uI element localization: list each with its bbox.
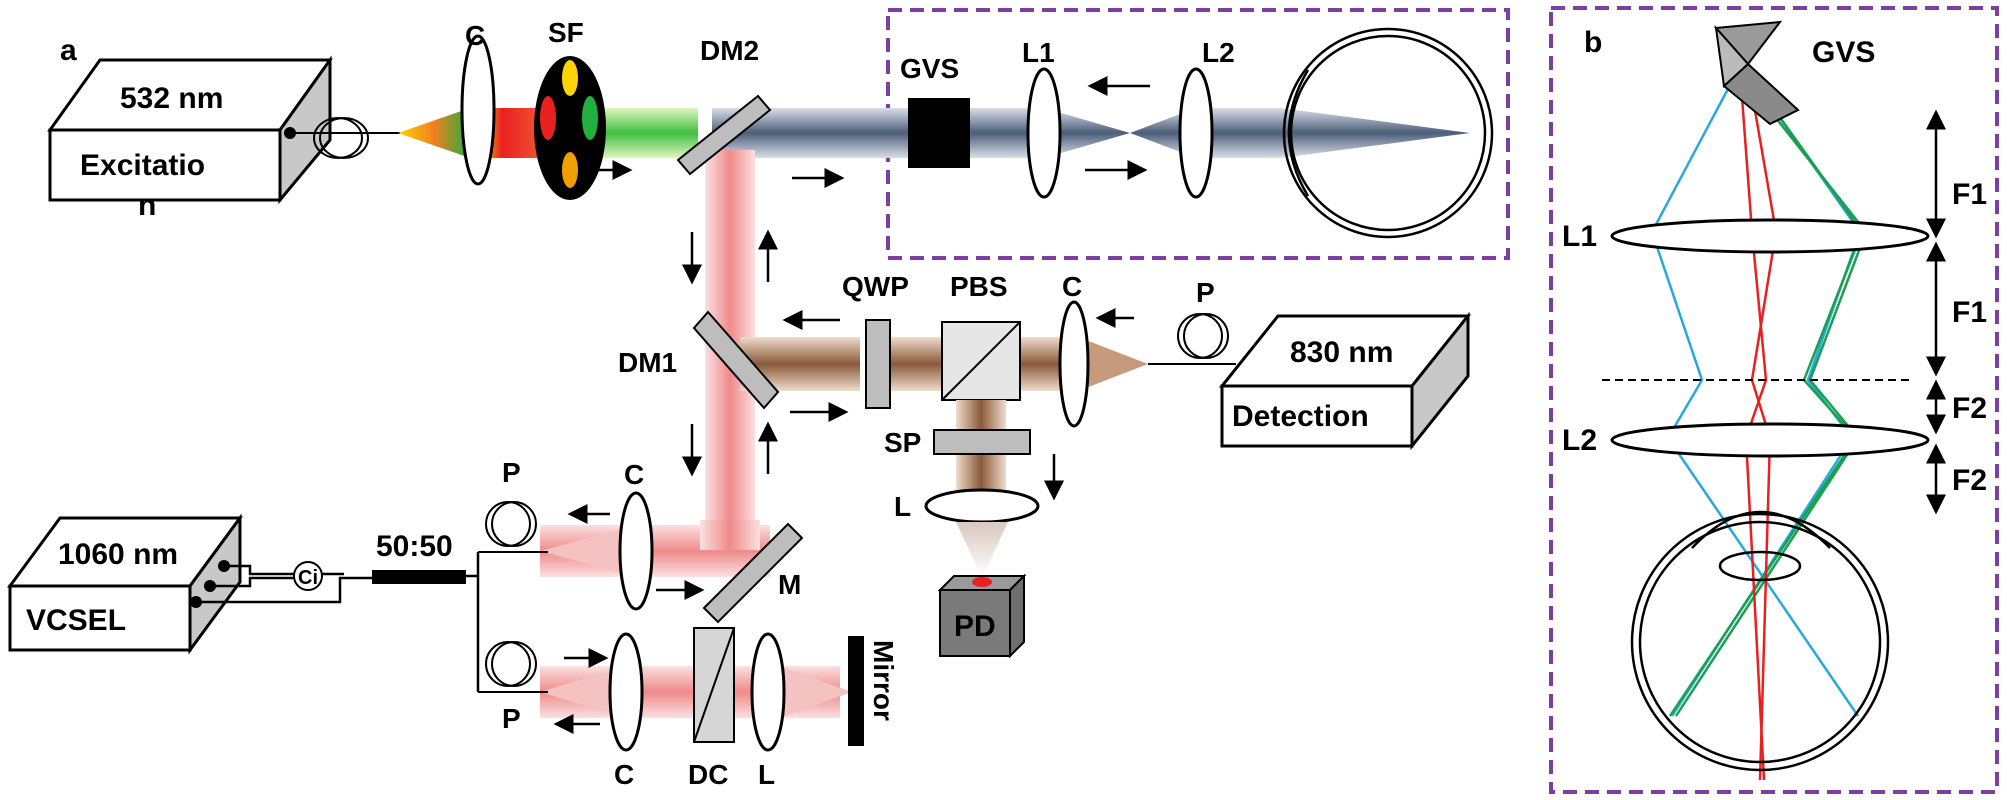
dichroic-mirror-1 — [692, 310, 780, 410]
quarter-wave-plate — [865, 319, 891, 409]
detection-lens — [924, 488, 1040, 524]
detection-fiber-coil — [1148, 313, 1236, 365]
label-m: M — [778, 569, 801, 600]
label-pbs: PBS — [950, 271, 1008, 302]
reference-collimator — [608, 632, 644, 752]
label-p-ref: P — [502, 703, 521, 734]
label-c-top: C — [465, 20, 485, 51]
label-sp: SP — [884, 427, 921, 458]
excitation-fiber-coil — [296, 117, 400, 159]
label-dc: DC — [688, 759, 728, 790]
label-circulator: Ci — [298, 567, 318, 589]
dichroic-mirror-2 — [676, 94, 772, 176]
label-dm1: DM1 — [618, 347, 677, 378]
polarizing-beam-splitter — [941, 321, 1021, 401]
excitation-laser-box: 532 nm Excitatio n — [47, 55, 333, 222]
label-mirror: Mirror — [868, 640, 899, 721]
panel-b-f2-top: F2 — [1952, 392, 1987, 425]
galvo-scanner-b — [1713, 20, 1800, 126]
panel-b-lens-l2 — [1610, 422, 1930, 458]
circulator — [293, 561, 323, 591]
beam-cone-l1 — [1044, 108, 1130, 158]
label-l2: L2 — [1202, 37, 1235, 68]
vcsel-box: 1060 nm VCSEL — [7, 513, 243, 655]
detection-collimator — [1058, 300, 1090, 428]
label-coupler: 50:50 — [376, 530, 453, 563]
reference-lens — [750, 632, 786, 752]
lens-l1 — [1026, 67, 1062, 199]
mirror-m — [702, 522, 804, 624]
eye-panel-a — [1282, 27, 1494, 239]
label-c-ref: C — [614, 759, 634, 790]
spectral-filter-wheel — [534, 56, 606, 200]
label-qwp: QWP — [842, 271, 909, 302]
panel-b-f1-top: F1 — [1952, 178, 1987, 211]
label-p-det: P — [1196, 277, 1215, 308]
excitation-name-line2: n — [138, 189, 156, 222]
label-dm2: DM2 — [700, 35, 759, 66]
panel-b-eye — [1630, 510, 1890, 772]
fiber-coupler — [372, 570, 466, 584]
vcsel-name: VCSEL — [26, 604, 126, 637]
excitation-cone — [398, 108, 470, 158]
label-gvs: GVS — [900, 53, 959, 84]
panel-b-gvs-label: GVS — [1812, 36, 1875, 69]
dispersion-compensator — [693, 627, 735, 743]
panel-b-l1-label: L1 — [1562, 220, 1597, 253]
lens-l2 — [1178, 67, 1214, 199]
oct-beam-vertical-upper — [705, 150, 755, 340]
panel-b-tag: b — [1584, 26, 1602, 59]
excitation-wavelength: 532 nm — [120, 82, 223, 115]
oct-beam-join — [700, 520, 760, 550]
panel-a-tag: a — [60, 34, 77, 67]
label-c-sample: C — [624, 459, 644, 490]
oct-cone-ref — [540, 666, 626, 718]
oct-cone-mirror — [780, 666, 852, 718]
excitation-name-line1: Excitatio — [80, 149, 205, 182]
det-cone — [1078, 337, 1148, 391]
pd-cone — [956, 522, 1008, 578]
panel-b-lens-l1 — [1610, 218, 1930, 254]
panel-b-frame — [1549, 6, 1999, 794]
label-l-ref: L — [758, 759, 775, 790]
panel-b-l2-label: L2 — [1562, 424, 1597, 457]
vcsel-wavelength: 1060 nm — [58, 538, 178, 571]
beam-into-eye — [1280, 108, 1470, 158]
label-c-det: C — [1062, 271, 1082, 302]
galvo-scanner — [908, 98, 970, 168]
panel-b-f1-bottom: F1 — [1952, 296, 1987, 329]
label-l-det: L — [894, 491, 911, 522]
label-sf: SF — [548, 17, 584, 48]
detection-box: 830 nm Detection — [1218, 311, 1472, 451]
panel-b-f2-bottom: F2 — [1952, 464, 1987, 497]
label-pd: PD — [954, 610, 996, 643]
label-l1: L1 — [1022, 37, 1055, 68]
label-p-sample: P — [502, 457, 521, 488]
detection-name: Detection — [1232, 400, 1369, 433]
photodetector: PD — [937, 573, 1027, 659]
short-pass-filter — [933, 429, 1031, 455]
sample-collimator — [618, 491, 654, 611]
reference-mirror — [848, 636, 864, 746]
oct-cone-sample — [540, 525, 636, 577]
fiber-lines-coupler — [196, 552, 480, 692]
sample-fiber-coil — [478, 501, 548, 553]
reference-fiber-coil — [478, 641, 548, 693]
detection-wavelength: 830 nm — [1290, 336, 1393, 369]
excitation-collimator — [460, 34, 496, 186]
ray-trace-green — [1668, 69, 1868, 717]
